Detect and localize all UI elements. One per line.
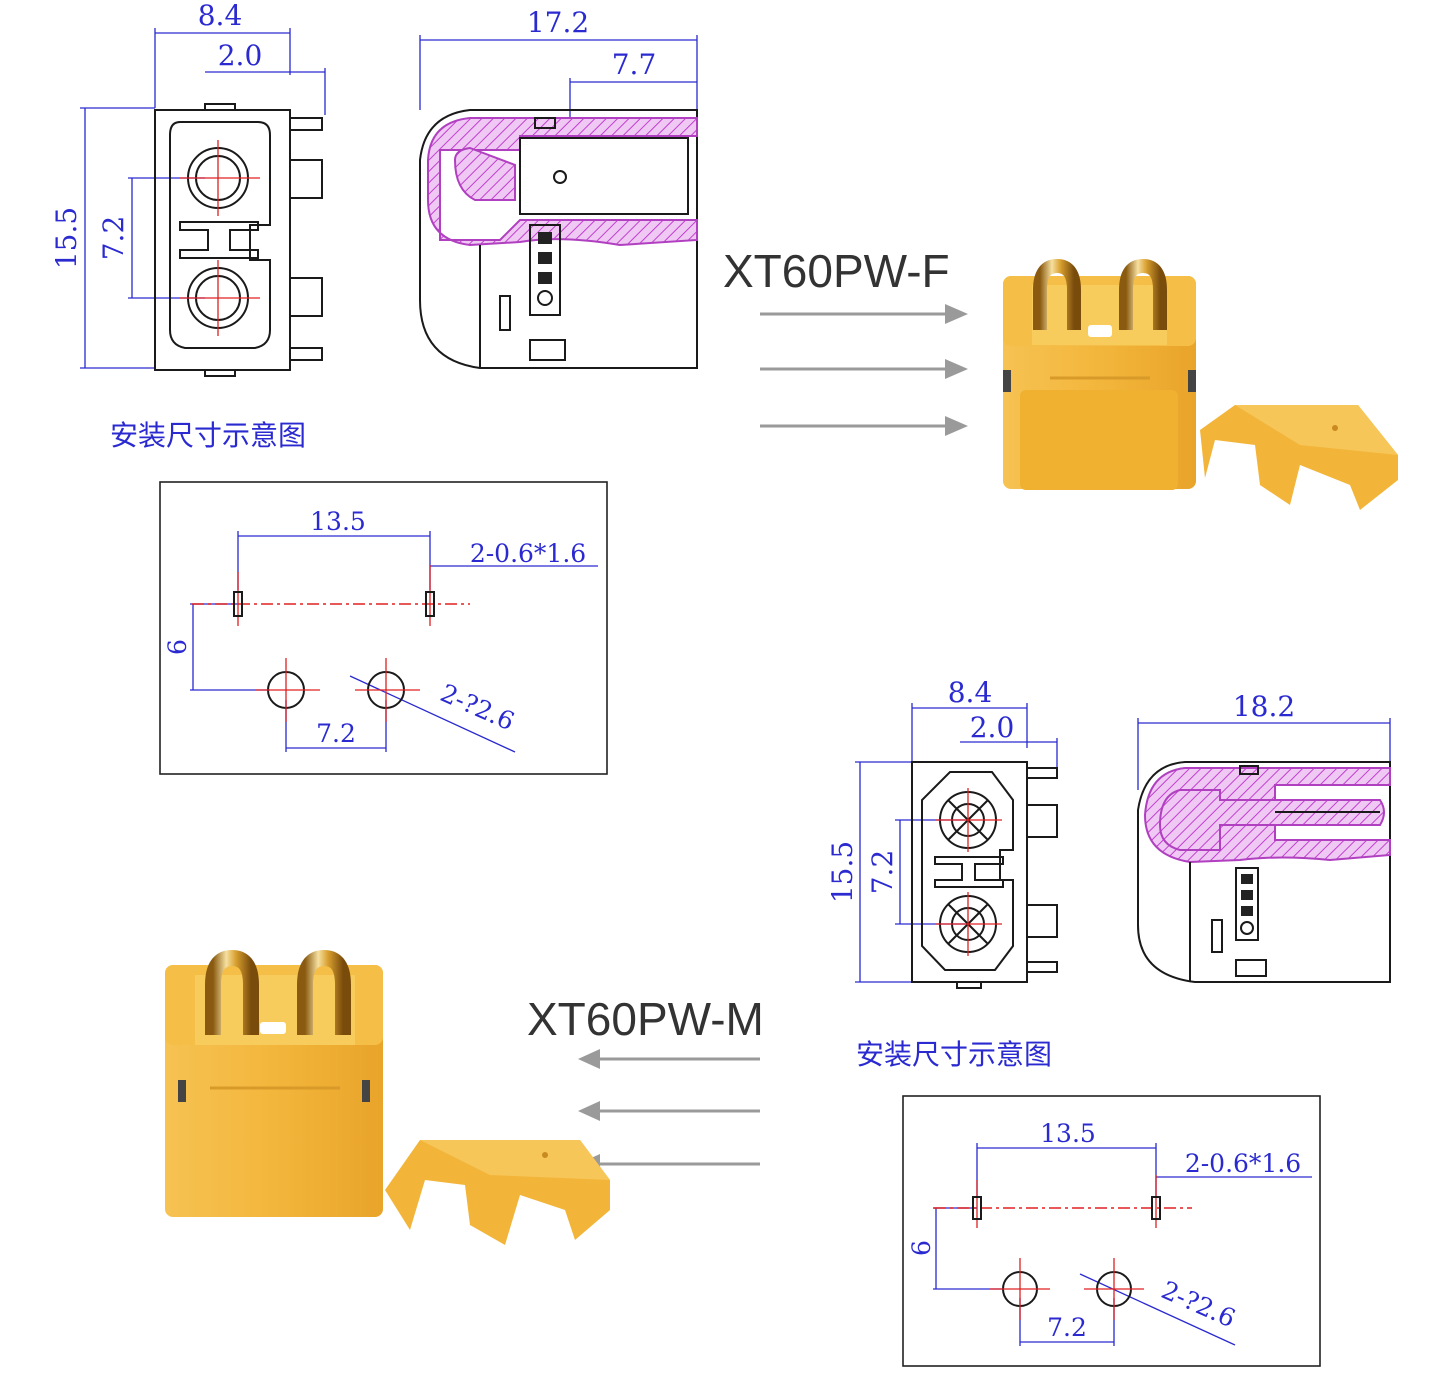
- top-front-view: 8.4 2.0 15.5 7.2: [50, 0, 326, 377]
- bottom-pinpitch-label: 7.2: [1047, 1313, 1087, 1342]
- bottom-height-label: 15.5: [826, 841, 859, 903]
- top-pitch-label: 7.2: [97, 216, 130, 261]
- bottom-span-label: 13.5: [1040, 1119, 1096, 1148]
- top-pinpitch-label: 7.2: [316, 719, 356, 748]
- bottom-arrows: [578, 1049, 760, 1174]
- bottom-pitch-label: 7.2: [866, 850, 899, 895]
- top-width-label: 8.4: [198, 0, 243, 32]
- top-connector-photo: [1003, 258, 1398, 510]
- bottom-width-label: 8.4: [948, 676, 993, 709]
- top-slot-label: 2-0.6*1.6: [470, 539, 586, 568]
- top-height-label: 15.5: [50, 207, 83, 269]
- top-depth-label: 7.7: [612, 48, 657, 81]
- top-footprint-panel: 13.5 2-0.6*1.6 6 7.2 2-?2.6: [159, 481, 608, 775]
- bottom-slot-label: 2-0.6*1.6: [1185, 1149, 1301, 1178]
- bottom-rowgap-label: 6: [907, 1240, 936, 1256]
- top-rowgap-label: 6: [163, 639, 192, 655]
- bottom-offset-label: 2.0: [970, 711, 1015, 744]
- bottom-connector-photo: [165, 949, 610, 1245]
- top-side-section-view: 17.2 7.7: [419, 6, 698, 369]
- bottom-side-section-view: 18.2: [1137, 690, 1391, 983]
- bottom-front-view: 8.4 2.0 15.5 7.2: [826, 676, 1058, 989]
- bottom-caption: 安装尺寸示意图: [856, 1038, 1052, 1071]
- top-length-label: 17.2: [527, 6, 589, 39]
- top-span-label: 13.5: [310, 507, 366, 536]
- top-arrows: [760, 304, 968, 436]
- top-model-label: XT60PW-F: [723, 245, 950, 297]
- bottom-footprint-panel: 13.5 2-0.6*1.6 6 7.2 2-?2.6: [902, 1095, 1321, 1367]
- bottom-length-label: 18.2: [1233, 690, 1295, 723]
- top-caption: 安装尺寸示意图: [110, 419, 306, 452]
- bottom-model-label: XT60PW-M: [527, 993, 764, 1045]
- top-offset-label: 2.0: [218, 39, 263, 72]
